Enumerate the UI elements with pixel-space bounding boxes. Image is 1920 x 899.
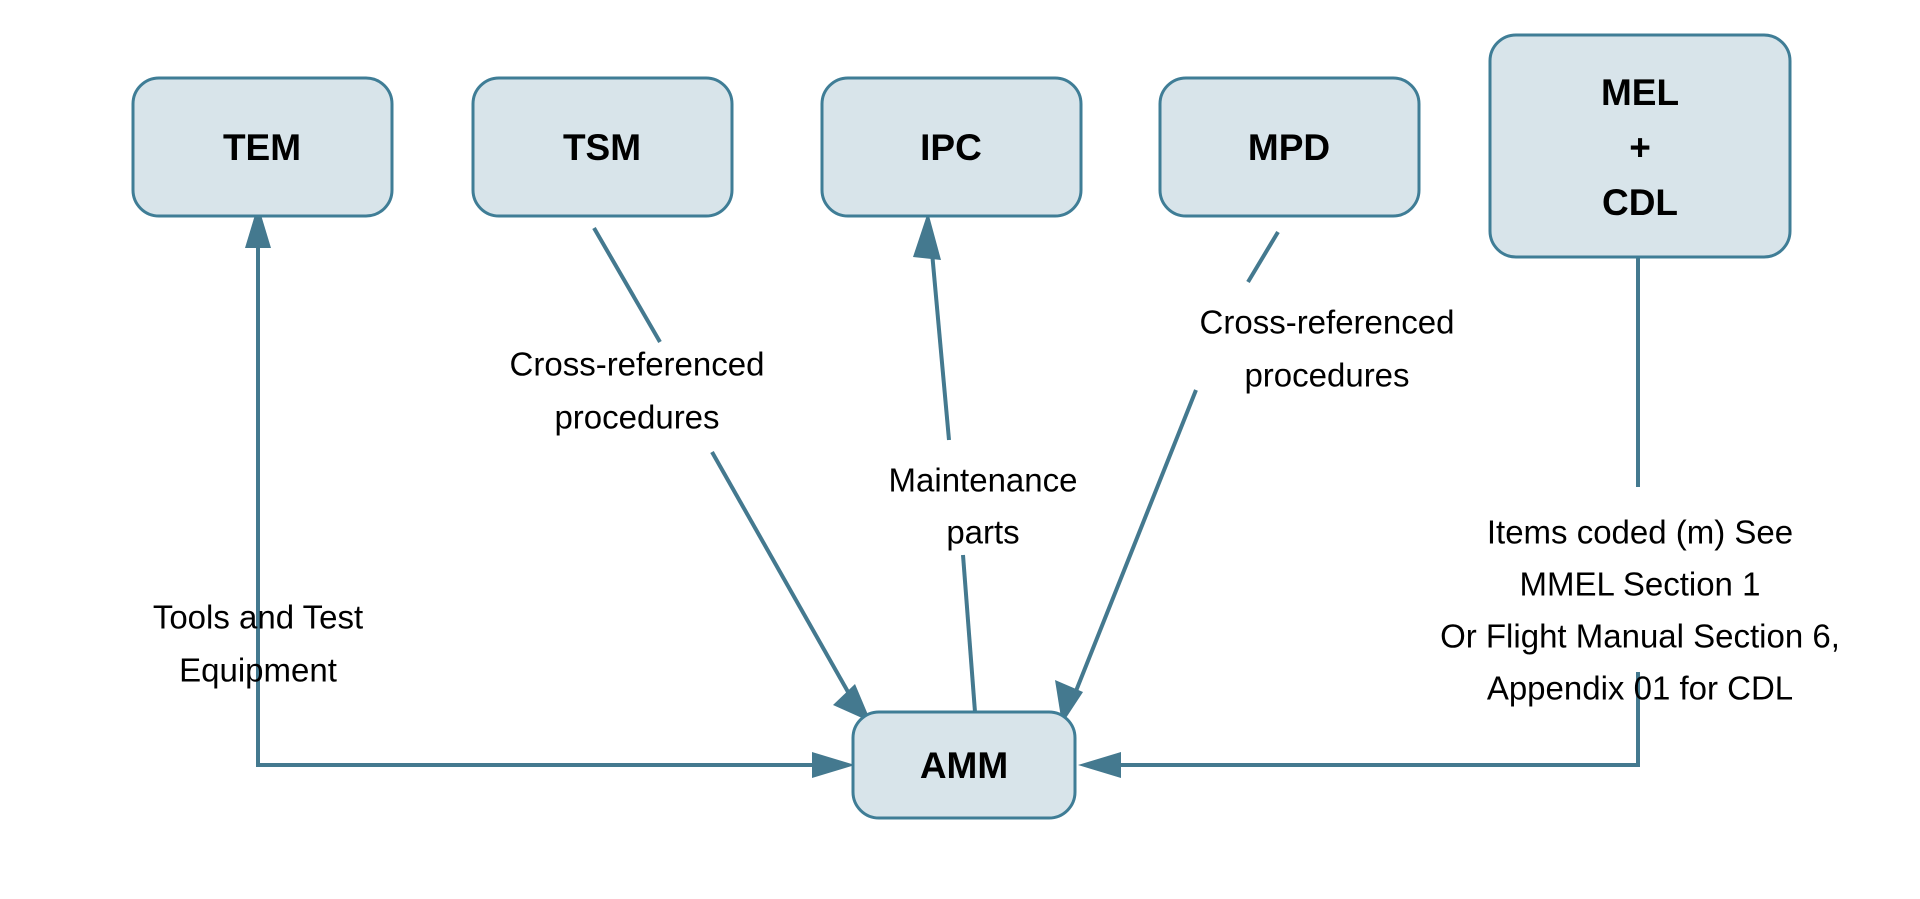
- edge-tsm-to-amm-arrowhead: [833, 684, 871, 722]
- node-tsm-label: TSM: [563, 127, 641, 168]
- edge-label-mel-line4: Appendix 01 for CDL: [1487, 670, 1793, 707]
- node-ipc[interactable]: IPC: [820, 76, 1083, 218]
- node-amm-shape[interactable]: [851, 710, 1077, 820]
- edge-amm-left-arrowhead: [812, 752, 855, 778]
- node-mel-cdl[interactable]: MEL + CDL: [1488, 33, 1792, 259]
- edge-label-ipc-line2: parts: [946, 514, 1019, 551]
- edge-ipc-to-amm-upper-line: [928, 229, 951, 441]
- edge-label-tsm-to-amm: Cross-referenced procedures: [510, 346, 765, 436]
- node-mpd-shape[interactable]: [1158, 76, 1421, 218]
- edge-label-mpd-line2: procedures: [1244, 357, 1409, 394]
- node-mpd-label: MPD: [1248, 127, 1330, 168]
- edge-ipc-to-amm-arrowhead: [913, 212, 941, 260]
- edge-tem-to-amm-arrowhead: [245, 205, 271, 248]
- edge-label-mel-line2: MMEL Section 1: [1520, 566, 1761, 603]
- node-ipc-shape[interactable]: [820, 76, 1083, 218]
- edge-mel-to-amm: [1078, 255, 1640, 778]
- node-mel-cdl-label-line1: MEL: [1601, 72, 1679, 113]
- node-ipc-label: IPC: [920, 127, 982, 168]
- node-mel-cdl-label-line3: CDL: [1602, 182, 1678, 223]
- node-amm[interactable]: AMM: [851, 710, 1077, 820]
- node-amm-label: AMM: [920, 745, 1008, 786]
- edge-tem-to-amm-line: [256, 218, 838, 767]
- edge-ipc-to-amm-lower-line: [961, 554, 977, 713]
- edge-label-tem-line1: Tools and Test: [153, 599, 363, 636]
- edge-tsm-to-amm-upper-line: [592, 226, 662, 344]
- edge-amm-right-arrowhead: [1078, 752, 1121, 778]
- edge-ipc-to-amm: [913, 212, 977, 713]
- node-tem[interactable]: TEM: [131, 76, 394, 218]
- node-mpd[interactable]: MPD: [1158, 76, 1421, 218]
- edge-label-mpd-line1: Cross-referenced: [1200, 304, 1455, 341]
- edge-label-tem-line2: Equipment: [179, 652, 337, 689]
- edge-label-mel-to-amm: Items coded (m) See MMEL Section 1 Or Fl…: [1440, 514, 1840, 707]
- edge-label-ipc-to-amm: Maintenance parts: [889, 462, 1078, 551]
- node-tsm[interactable]: TSM: [471, 76, 734, 218]
- edge-mpd-to-amm-upper-line: [1246, 230, 1280, 284]
- node-tem-label: TEM: [223, 127, 301, 168]
- edge-label-tem-to-amm: Tools and Test Equipment: [153, 599, 363, 689]
- edge-label-mel-line3: Or Flight Manual Section 6,: [1440, 618, 1840, 655]
- edge-label-mel-line1: Items coded (m) See: [1487, 514, 1793, 551]
- node-mel-cdl-label-line2: +: [1629, 127, 1651, 168]
- edge-label-tsm-line1: Cross-referenced: [510, 346, 765, 383]
- edge-mpd-to-amm: [1055, 230, 1280, 724]
- edge-mel-to-amm-lower-line: [1097, 672, 1640, 767]
- edge-label-mpd-to-amm: Cross-referenced procedures: [1200, 304, 1455, 394]
- node-tem-shape[interactable]: [131, 76, 394, 218]
- node-mel-cdl-shape[interactable]: [1488, 33, 1792, 259]
- edge-label-tsm-line2: procedures: [554, 399, 719, 436]
- edge-tem-to-amm: [245, 205, 855, 778]
- node-tsm-shape[interactable]: [471, 76, 734, 218]
- edge-mpd-to-amm-arrowhead: [1055, 680, 1083, 724]
- edge-label-ipc-line1: Maintenance: [889, 462, 1078, 499]
- edge-tsm-to-amm-lower-line: [710, 451, 858, 707]
- edge-tsm-to-amm: [592, 226, 871, 722]
- edge-mpd-to-amm-lower-line: [1068, 389, 1198, 707]
